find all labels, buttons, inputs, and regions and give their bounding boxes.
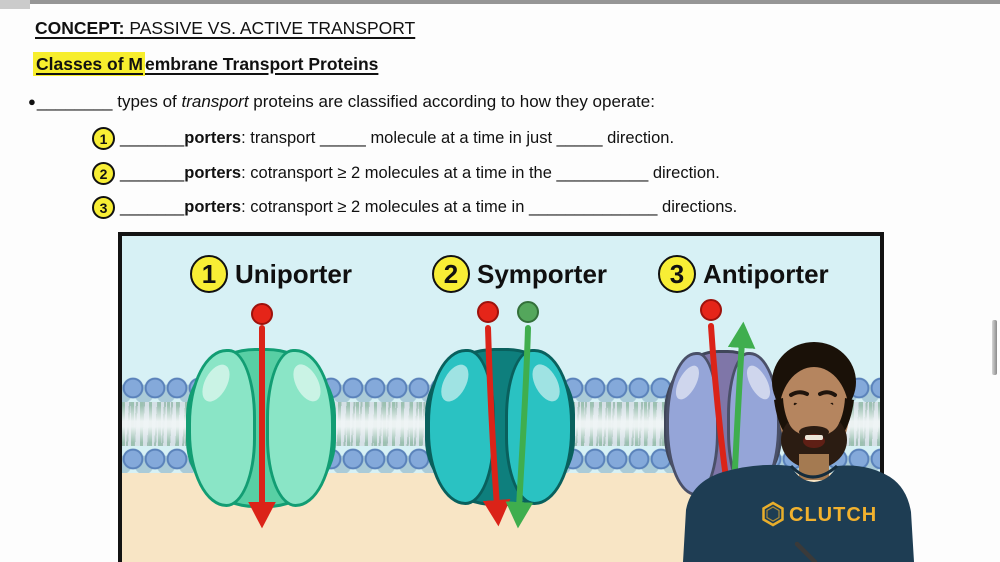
item-bold-word: porters <box>184 164 242 182</box>
item-text: _______porters: cotransport ≥ 2 molecule… <box>120 198 737 217</box>
item-blank: _______ <box>120 129 185 147</box>
clutch-logo-text: CLUTCH <box>789 504 877 526</box>
antiporter-red-arrow <box>708 323 740 507</box>
membrane-diagram: 1 Uniporter 2 Symporter 3 Antiporter <box>118 232 884 562</box>
bullet-italic-word: transport <box>181 92 249 111</box>
symporter-protein <box>425 348 575 506</box>
diagram-label-text: Symporter <box>477 258 608 289</box>
presenter-eyebrow-right <box>818 390 837 397</box>
item-number-badge: 2 <box>92 162 115 185</box>
diagram-number-badge: 3 <box>658 255 696 293</box>
pen-icon <box>794 541 818 562</box>
symporter-label: 2 Symporter <box>432 255 607 293</box>
red-molecule-antiporter <box>700 299 722 321</box>
top-strip-left <box>0 0 30 9</box>
bullet-tail: proteins are classified according to how… <box>248 92 655 111</box>
concept-label: CONCEPT: <box>35 18 125 38</box>
page-title: CONCEPT: PASSIVE VS. ACTIVE TRANSPORT <box>35 18 415 39</box>
presenter: CLUTCH <box>683 342 914 562</box>
presenter-teeth <box>805 435 823 440</box>
item-rest: : cotransport ≥ 2 molecules at a time in… <box>241 198 738 216</box>
screen-edge-mark <box>992 320 997 375</box>
diagram-number-badge: 1 <box>190 255 228 293</box>
item-bold-word: porters <box>184 198 242 216</box>
presenter-cheeks <box>788 399 840 437</box>
section-heading-rest: embrane Transport Proteins <box>144 54 379 74</box>
antiporter-label: 3 Antiporter <box>658 255 829 293</box>
presenter-shirt <box>683 464 914 562</box>
uniporter-label: 1 Uniporter <box>190 255 352 293</box>
diagram-label-text: Uniporter <box>235 258 352 289</box>
diagram-number-badge: 2 <box>432 255 470 293</box>
green-molecule-symporter <box>517 301 539 323</box>
clutch-logo-hexagon-icon <box>762 501 784 527</box>
presenter-collar <box>789 464 838 479</box>
red-molecule-uniporter <box>251 303 273 325</box>
presenter-head <box>772 342 856 469</box>
list-item-symporter: 2 _______porters: cotransport ≥ 2 molecu… <box>92 162 720 185</box>
item-rest: : cotransport ≥ 2 molecules at a time in… <box>241 164 720 182</box>
top-strip <box>0 0 1000 4</box>
symporter-green-arrow <box>505 325 534 529</box>
item-rest: : transport _____ molecule at a time in … <box>241 129 675 147</box>
concept-title-text: PASSIVE VS. ACTIVE TRANSPORT <box>124 18 416 38</box>
item-text: _______porters: cotransport ≥ 2 molecule… <box>120 164 720 183</box>
item-number-badge: 3 <box>92 196 115 219</box>
item-bold-word: porters <box>184 129 242 147</box>
clutch-logo: CLUTCH <box>762 501 877 527</box>
clutch-logo-inner-ring <box>766 506 780 522</box>
item-blank: _______ <box>120 198 185 216</box>
list-item-antiporter: 3 _______porters: cotransport ≥ 2 molecu… <box>92 196 737 219</box>
bullet-blank: ________ types of <box>36 92 182 111</box>
list-item-uniporter: 1 _______porters: transport _____ molecu… <box>92 127 674 150</box>
presenter-mustache <box>799 426 829 438</box>
red-molecule-symporter <box>477 301 499 323</box>
diagram-label-text: Antiporter <box>703 258 829 289</box>
item-blank: _______ <box>120 164 185 182</box>
symporter-red-arrow <box>482 325 511 527</box>
transport-arrows <box>248 321 756 529</box>
bullet-line: ●________ types of transport proteins ar… <box>28 92 655 112</box>
antiporter-green-arrow <box>727 321 756 491</box>
section-heading-highlight: Classes of M <box>33 52 145 76</box>
presenter-eyebrow-left <box>789 390 809 397</box>
item-text: _______porters: transport _____ molecule… <box>120 129 674 148</box>
item-number-badge: 1 <box>92 127 115 150</box>
bullet-icon: ● <box>28 94 36 109</box>
